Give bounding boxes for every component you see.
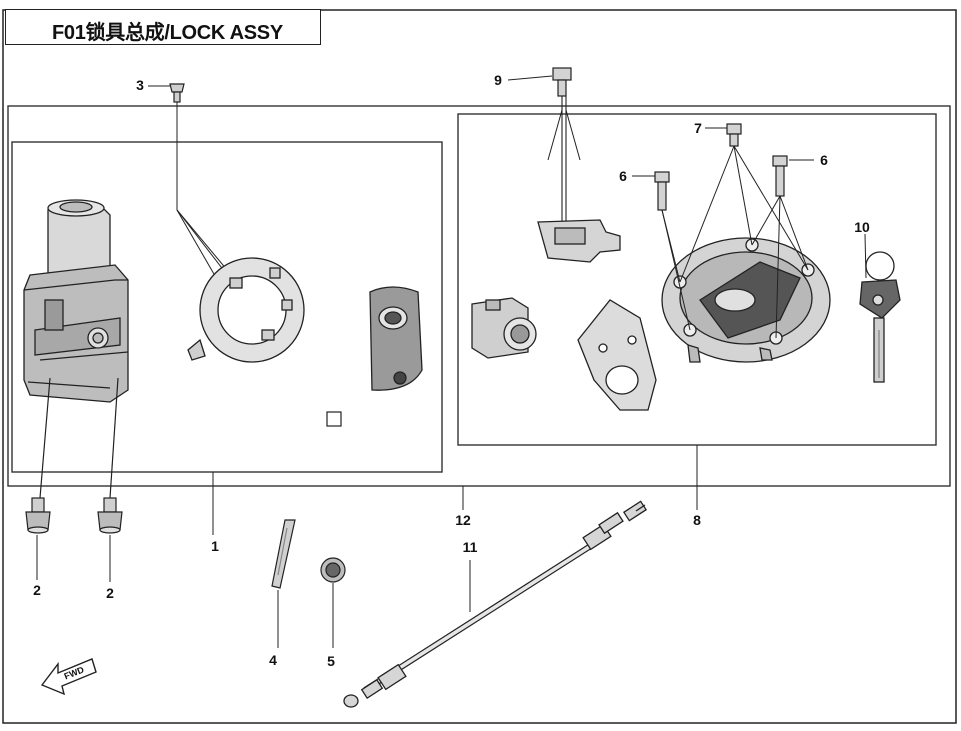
bolt-6-left [654,171,670,211]
key-fob [369,286,423,391]
group-box-12 [7,105,951,487]
callout-6-left: 6 [619,168,627,184]
callout-2-left: 2 [33,582,41,598]
callout-4: 4 [269,652,277,668]
fwd-arrow-icon [40,658,97,696]
callout-1: 1 [211,538,219,554]
screw-3 [169,83,185,103]
callout-8: 8 [693,512,701,528]
cable-11 [343,500,648,708]
seat-lock-cylinder [471,297,537,359]
title-box: F01锁具总成/LOCK ASSY [5,9,321,45]
callout-2-right: 2 [106,585,114,601]
callout-10: 10 [854,219,870,235]
callout-9: 9 [494,72,502,88]
callout-3: 3 [136,77,144,93]
callout-11: 11 [462,539,478,555]
fuel-tank-cap [661,237,831,363]
callout-5: 5 [327,653,335,669]
callout-7: 7 [694,120,702,136]
key-blank-4 [271,519,296,589]
outer-border [2,9,957,724]
bolt-7 [726,123,742,147]
bolt-9 [552,67,572,97]
bolt-2-right [97,497,123,534]
callout-12: 12 [455,512,471,528]
bolt-6-right [772,155,788,197]
lock-ring-plate [187,257,305,363]
key-10 [859,251,901,383]
mounting-plate [577,299,657,411]
page-title: F01锁具总成/LOCK ASSY [52,22,283,44]
group-box-1 [11,141,443,473]
ignition-switch-body [23,199,129,403]
bolt-2-left [25,497,51,534]
callout-6-right: 6 [820,152,828,168]
seat-lock-bracket [537,219,621,263]
small-square-marker [326,411,342,427]
badge-5 [320,557,346,583]
